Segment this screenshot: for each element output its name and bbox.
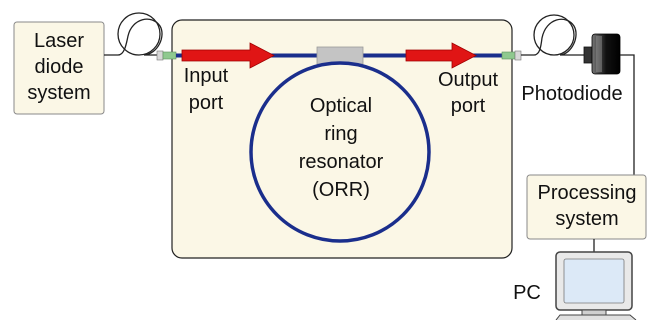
ring-resonator — [249, 61, 431, 243]
pc-label: PC — [513, 282, 541, 304]
input-fiber — [104, 18, 163, 56]
output-fiber — [521, 18, 588, 56]
input-connector — [156, 50, 177, 61]
laser-diode-box — [13, 21, 105, 115]
output-connector — [501, 50, 522, 61]
output-fiber-loop — [533, 14, 575, 56]
orr-label-line4: (ORR) — [312, 179, 370, 201]
processing-label-line2: system — [555, 208, 618, 230]
laser-label-line2: diode — [35, 56, 84, 78]
orr-label-line1: Optical — [310, 95, 372, 117]
input-fiber-loop — [117, 12, 161, 56]
pc-monitor-icon — [555, 251, 637, 320]
photodiode-label: Photodiode — [521, 83, 622, 105]
orr-label-line2: ring — [324, 123, 357, 145]
input-port-label-line1: Input — [184, 65, 229, 87]
processing-system-box — [526, 174, 647, 240]
orr-chip — [171, 19, 513, 259]
laser-label-line1: Laser — [34, 30, 84, 52]
input-arrow — [181, 42, 275, 69]
processing-label-line1: Processing — [538, 182, 637, 204]
signal-cable — [620, 54, 635, 175]
orr-label-line3: resonator — [299, 151, 384, 173]
laser-label-line3: system — [27, 82, 90, 104]
output-port-label-line1: Output — [438, 69, 498, 91]
output-port-label-line2: port — [451, 95, 486, 117]
photodiode-icon — [583, 33, 621, 75]
input-port-label-line2: port — [189, 92, 224, 114]
output-arrow — [405, 42, 477, 69]
